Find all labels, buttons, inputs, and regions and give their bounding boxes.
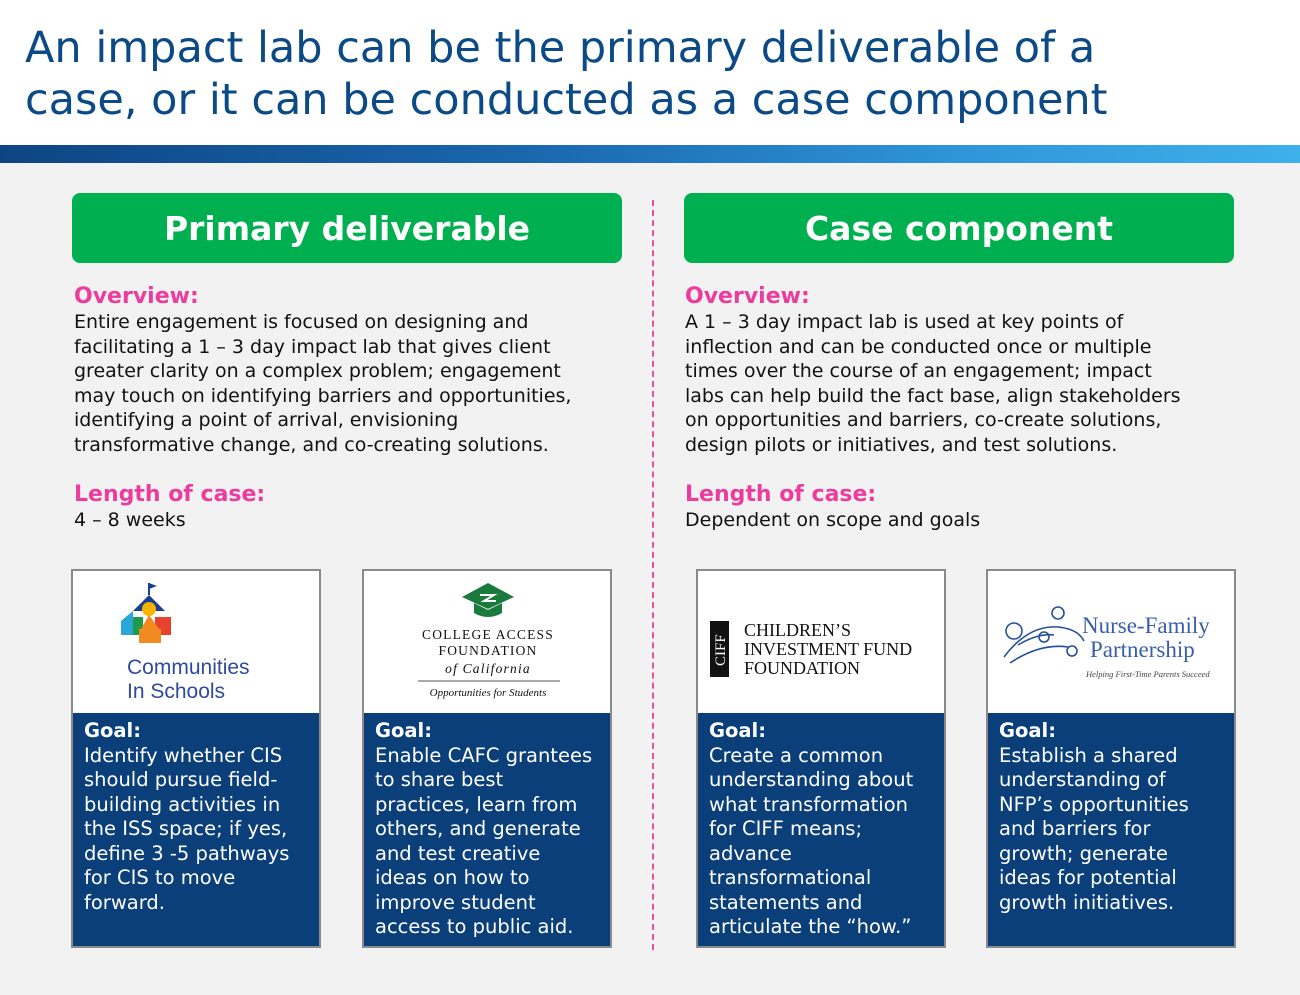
card-goal: Goal: Create a common understanding abou… — [709, 719, 941, 940]
title-line-1: An impact lab can be the primary deliver… — [25, 23, 1096, 73]
goal-line: ideas on how to — [375, 866, 530, 889]
nfp-logo-line-2: Partnership — [1090, 637, 1195, 662]
goal-line: and barriers for — [999, 817, 1151, 840]
ciff-logo-line-2: INVESTMENT FUND — [744, 639, 912, 659]
goal-line: understanding of — [999, 768, 1166, 791]
goal-heading: Goal: — [709, 719, 767, 742]
nfp-logo-line-1: Nurse-Family — [1082, 613, 1210, 638]
right-length-heading: Length of case: — [685, 482, 877, 507]
card-nurse-family-partnership: Nurse-Family Partnership Helping First-T… — [986, 569, 1236, 948]
goal-line: the ISS space; if yes, — [84, 817, 288, 840]
goal-line: define 3 -5 pathways — [84, 841, 290, 865]
left-overview-line: greater clarity on a complex problem; en… — [74, 360, 561, 382]
right-overview-line: labs can help build the fact base, align… — [685, 384, 1181, 407]
left-overview-line: facilitating a 1 – 3 day impact lab that… — [74, 335, 551, 358]
ciff-logo-mark: CIFF — [713, 634, 729, 666]
case-component-banner: Case component — [684, 193, 1234, 263]
goal-line: Enable CAFC grantees — [375, 743, 593, 767]
right-overview-line: times over the course of an engagement; … — [685, 360, 1152, 382]
communities-in-schools-logo: Communities In Schools — [73, 571, 319, 713]
right-overview-line: on opportunities and barriers, co-create… — [685, 409, 1162, 431]
left-length-text: 4 – 8 weeks — [74, 509, 186, 531]
right-overview-heading: Overview: — [685, 284, 810, 309]
left-overview-line: Entire engagement is focused on designin… — [74, 311, 529, 333]
right-overview-line: inflection and can be conducted once or … — [685, 335, 1152, 358]
goal-line: forward. — [84, 890, 165, 914]
family-swirl-logo-icon — [1003, 606, 1085, 664]
schoolhouse-logo-icon — [121, 583, 171, 643]
goal-line: practices, learn from — [375, 792, 578, 816]
left-overview-line: transformative change, and co-creating s… — [74, 433, 549, 456]
cis-logo-line-1: Communities — [127, 656, 250, 679]
card-college-access-foundation: COLLEGE ACCESS FOUNDATION of California … — [362, 569, 612, 948]
cafc-logo-line-1: COLLEGE ACCESS — [422, 627, 554, 642]
goal-line: should pursue field- — [84, 768, 278, 791]
goal-line: for CIFF means; — [709, 817, 863, 840]
goal-line: understanding about — [709, 768, 914, 791]
goal-line: statements and — [709, 890, 863, 914]
left-overview-text: Entire engagement is focused on designin… — [74, 310, 634, 457]
goal-line: articulate the “how.” — [709, 915, 912, 938]
right-overview-text: A 1 – 3 day impact lab is used at key po… — [685, 310, 1245, 457]
nurse-family-partnership-logo: Nurse-Family Partnership Helping First-T… — [988, 571, 1234, 713]
column-divider — [652, 200, 654, 950]
goal-heading: Goal: — [999, 719, 1057, 742]
page-title: An impact lab can be the primary deliver… — [25, 22, 1285, 126]
title-line-2: case, or it can be conducted as a case c… — [25, 75, 1108, 125]
goal-line: Create a common — [709, 743, 884, 767]
left-overview-heading: Overview: — [74, 284, 199, 309]
nfp-logo-tagline: Helping First-Time Parents Succeed — [1085, 669, 1210, 679]
goal-heading: Goal: — [375, 719, 433, 742]
right-overview-line: design pilots or initiatives, and test s… — [685, 433, 1118, 456]
header: An impact lab can be the primary deliver… — [0, 0, 1300, 145]
ciff-logo-line-3: FOUNDATION — [744, 658, 860, 678]
goal-line: growth initiatives. — [999, 890, 1175, 914]
goal-line: advance — [709, 841, 792, 865]
goal-line: improve student — [375, 890, 536, 914]
goal-line: transformational — [709, 866, 872, 889]
ciff-logo: CIFF CHILDREN’S INVESTMENT FUND FOUNDATI… — [698, 571, 944, 713]
college-access-foundation-logo: COLLEGE ACCESS FOUNDATION of California … — [364, 571, 610, 713]
goal-line: what transformation — [709, 792, 908, 816]
goal-line: and test creative — [375, 841, 541, 865]
card-goal: Goal: Establish a shared understanding o… — [999, 719, 1231, 915]
goal-line: ideas for potential — [999, 866, 1177, 889]
primary-deliverable-banner: Primary deliverable — [72, 193, 622, 263]
goal-heading: Goal: — [84, 719, 142, 742]
ciff-logo-line-1: CHILDREN’S — [744, 620, 851, 640]
card-communities-in-schools: Communities In Schools Goal: Identify wh… — [71, 569, 321, 948]
goal-line: to share best — [375, 768, 504, 791]
cafc-logo-line-2: FOUNDATION — [439, 643, 538, 658]
cis-logo-line-2: In Schools — [127, 680, 225, 703]
cafc-logo-line-3: of California — [445, 661, 531, 676]
mortarboard-logo-icon — [462, 583, 514, 617]
goal-line: Establish a shared — [999, 743, 1178, 767]
right-length-text: Dependent on scope and goals — [685, 509, 981, 531]
goal-line: NFP’s opportunities — [999, 792, 1189, 816]
card-goal: Goal: Enable CAFC grantees to share best… — [375, 719, 607, 940]
cafc-logo-tagline: Opportunities for Students — [430, 687, 547, 699]
card-ciff: CIFF CHILDREN’S INVESTMENT FUND FOUNDATI… — [696, 569, 946, 948]
goal-line: for CIS to move — [84, 866, 236, 889]
left-overview-line: may touch on identifying barriers and op… — [74, 384, 572, 407]
left-length-heading: Length of case: — [74, 482, 266, 507]
goal-line: growth; generate — [999, 841, 1168, 865]
goal-line: Identify whether CIS — [84, 743, 283, 767]
goal-line: building activities in — [84, 792, 281, 816]
right-overview-line: A 1 – 3 day impact lab is used at key po… — [685, 311, 1124, 333]
goal-line: others, and generate — [375, 817, 581, 840]
header-gradient-band — [0, 145, 1300, 163]
left-overview-line: identifying a point of arrival, envision… — [74, 409, 459, 431]
card-goal: Goal: Identify whether CIS should pursue… — [84, 719, 316, 915]
goal-line: access to public aid. — [375, 915, 574, 938]
